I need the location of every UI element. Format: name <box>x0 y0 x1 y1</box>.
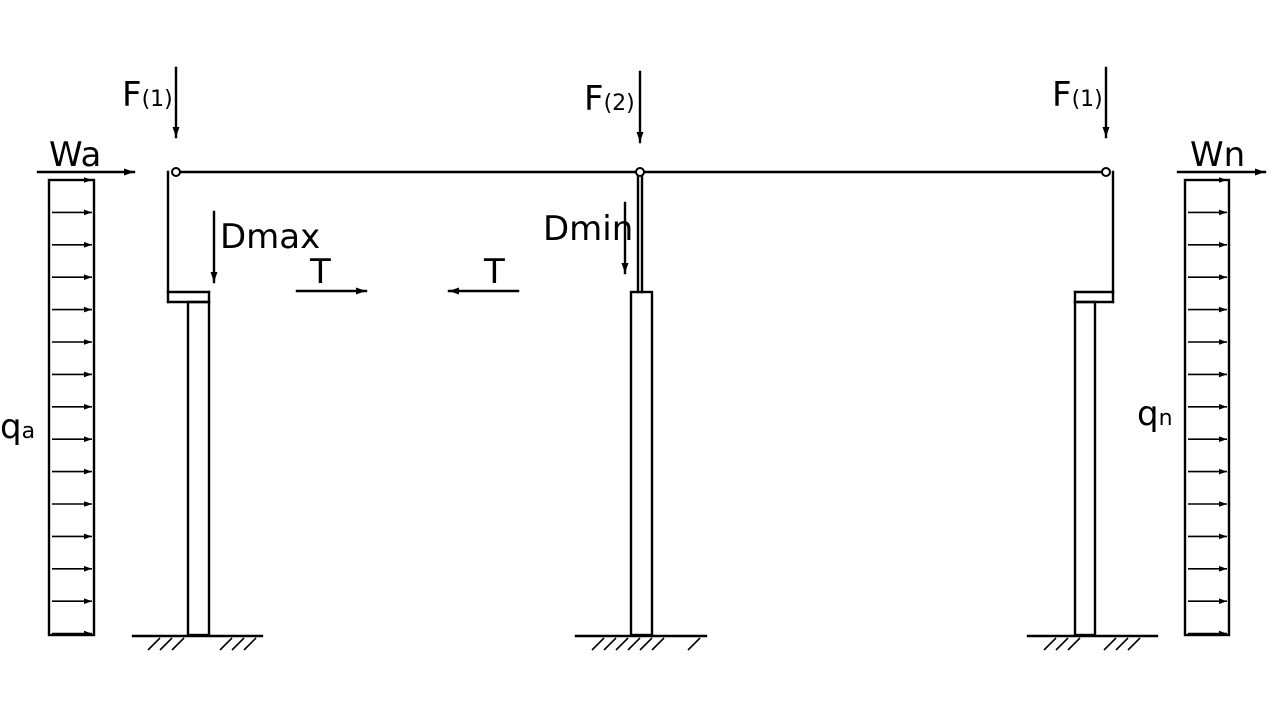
q-left-label: qa <box>0 407 35 447</box>
force-f1-left-subscript: (1) <box>142 87 173 112</box>
force-f1-right-subscript: (1) <box>1072 87 1103 112</box>
column-left <box>166 170 211 637</box>
braking-force-t-left-label: T <box>309 252 331 292</box>
force-f2-middle-label: F(2) <box>584 79 635 119</box>
braking-force-t-right-label: T <box>483 252 505 292</box>
wind-load-left-arrows <box>52 177 92 637</box>
ground-support-left <box>131 634 264 651</box>
ground-support-middle <box>574 634 708 651</box>
hinge-right <box>1101 167 1111 177</box>
q-left-subscript: a <box>22 419 35 444</box>
wind-load-right-arrows <box>1188 177 1227 637</box>
force-f2-middle-symbol: F <box>584 79 604 119</box>
q-left-symbol: q <box>0 407 22 447</box>
wind-load-left <box>47 177 96 637</box>
force-f1-left-label: F(1) <box>122 75 173 115</box>
column-right <box>1073 170 1115 637</box>
hinge-middle <box>635 167 645 177</box>
hinge-left <box>171 167 181 177</box>
wind-force-left-label: Wa <box>49 135 101 175</box>
q-right-symbol: q <box>1137 394 1159 434</box>
crane-load-dmax-label: Dmax <box>220 217 320 257</box>
ground-support-right <box>1026 634 1159 651</box>
force-f1-right-symbol: F <box>1052 75 1072 115</box>
force-f1-right-label: F(1) <box>1052 75 1103 115</box>
force-f2-middle-subscript: (2) <box>604 91 635 116</box>
column-middle <box>629 170 654 637</box>
force-f1-left-symbol: F <box>122 75 142 115</box>
q-right-label: qn <box>1137 394 1173 434</box>
wind-load-right <box>1183 177 1231 637</box>
q-right-subscript: n <box>1159 406 1173 431</box>
wind-force-right-label: Wn <box>1190 135 1245 175</box>
crane-load-dmin-label: Dmin <box>543 209 633 249</box>
